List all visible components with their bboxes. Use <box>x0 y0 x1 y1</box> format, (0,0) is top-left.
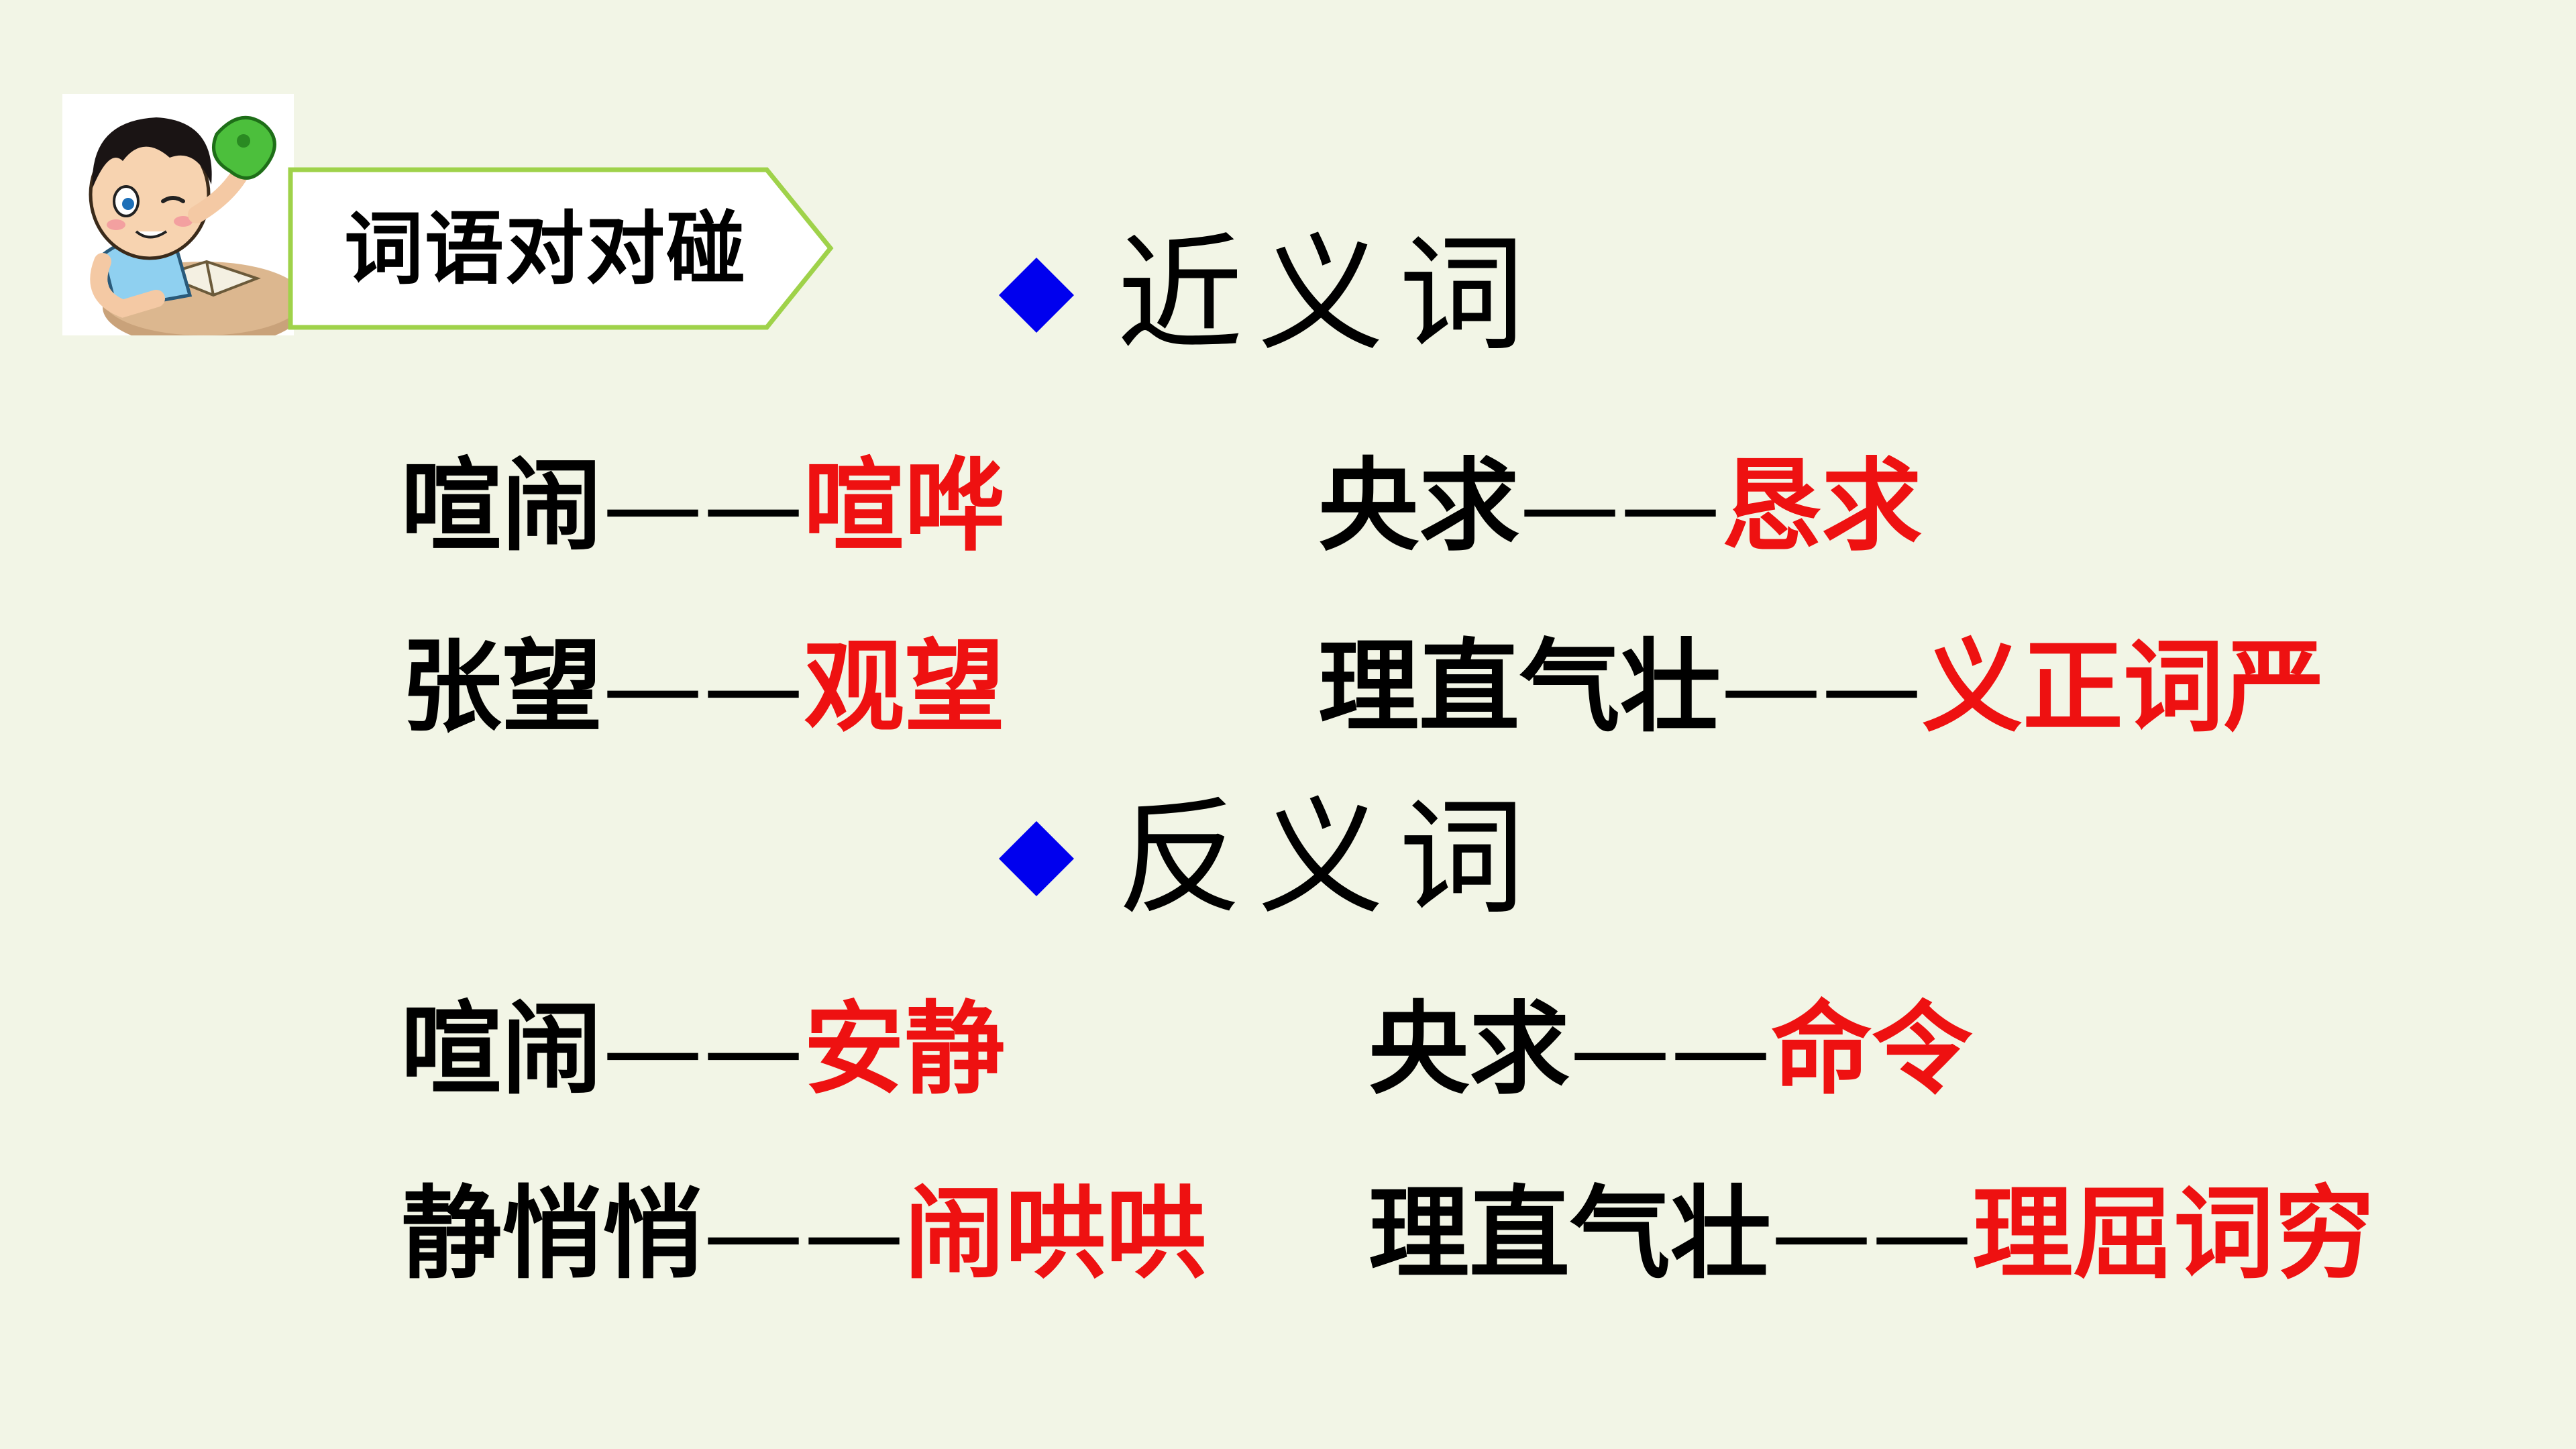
pair-answer: 义正词严 <box>1922 629 2325 746</box>
synonym-pair-3: 张望——观望 <box>401 627 1005 748</box>
antonyms-title: 反义词 <box>1117 785 1540 932</box>
diamond-bullet-icon <box>998 820 1075 897</box>
header-badge: 词语对对碰 <box>62 94 834 335</box>
antonyms-heading: 反义词 <box>998 785 1540 932</box>
pair-word: 央求 <box>1318 448 1520 565</box>
pair-answer: 安静 <box>804 991 1006 1108</box>
boy-reading-icon <box>62 94 294 335</box>
pair-dash: —— <box>602 991 804 1108</box>
pair-dash: —— <box>703 1176 905 1293</box>
diamond-bullet-icon <box>998 257 1075 333</box>
pair-word: 静悄悄 <box>401 1176 704 1293</box>
badge-arrow-shape <box>288 167 834 330</box>
pair-dash: —— <box>602 448 804 565</box>
antonym-pair-4: 理直气壮——理屈词穷 <box>1368 1174 2375 1295</box>
pair-word: 理直气壮 <box>1368 1176 1772 1293</box>
antonym-pair-1: 喧闹——安静 <box>401 989 1005 1110</box>
pair-answer: 命令 <box>1771 991 1973 1108</box>
badge-title: 词语对对碰 <box>343 203 747 295</box>
pair-word: 喧闹 <box>401 991 603 1108</box>
pair-dash: —— <box>1721 629 1923 746</box>
cartoon-boy-illustration <box>62 94 294 335</box>
pair-answer: 观望 <box>804 629 1006 746</box>
pair-word: 张望 <box>401 629 603 746</box>
synonyms-title: 近义词 <box>1117 221 1540 368</box>
pair-dash: —— <box>1771 1176 1973 1293</box>
pair-word: 央求 <box>1368 991 1570 1108</box>
pair-answer: 理屈词穷 <box>1972 1176 2375 1293</box>
pair-word: 理直气壮 <box>1318 629 1721 746</box>
pair-dash: —— <box>1570 991 1772 1108</box>
pair-dash: —— <box>602 629 804 746</box>
pair-dash: —— <box>1519 448 1721 565</box>
pair-word: 喧闹 <box>401 448 603 565</box>
synonym-pair-1: 喧闹——喧哗 <box>401 446 1005 567</box>
synonym-pair-2: 央求——恳求 <box>1318 446 1922 567</box>
antonym-pair-3: 静悄悄——闹哄哄 <box>401 1174 1206 1295</box>
antonym-pair-2: 央求——命令 <box>1368 989 1972 1110</box>
synonyms-heading: 近义词 <box>998 221 1540 368</box>
synonym-pair-4: 理直气壮——义正词严 <box>1318 627 2324 748</box>
pair-answer: 恳求 <box>1721 448 1923 565</box>
pair-answer: 喧哗 <box>804 448 1006 565</box>
pair-answer: 闹哄哄 <box>904 1176 1207 1293</box>
